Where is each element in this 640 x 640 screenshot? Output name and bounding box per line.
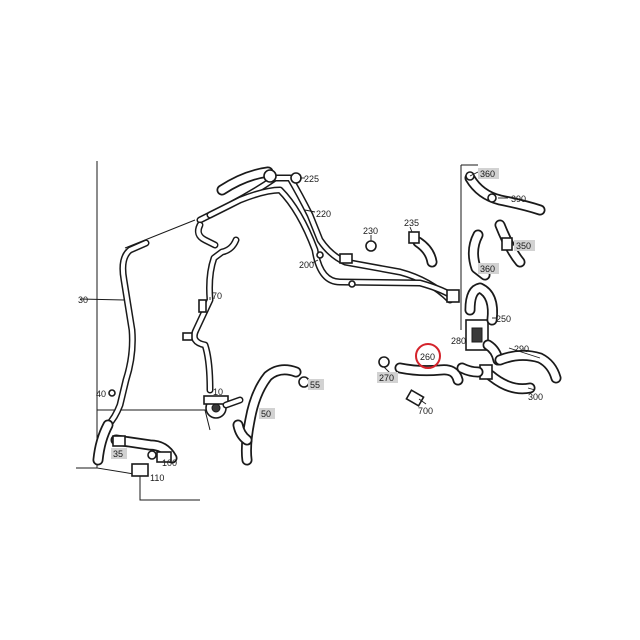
part-label-270[interactable]: 270	[377, 372, 398, 383]
part-label-390[interactable]: 390	[511, 194, 526, 204]
svg-text:250: 250	[496, 314, 511, 324]
svg-text:35: 35	[113, 449, 123, 459]
svg-text:110: 110	[150, 473, 164, 483]
valve-280	[464, 282, 504, 366]
part-label-700[interactable]: 700	[418, 406, 433, 416]
part-label-35[interactable]: 35	[111, 448, 127, 459]
part-label-40[interactable]: 40	[96, 389, 116, 399]
part-label-30[interactable]: 30	[78, 295, 88, 305]
clamp-55	[298, 376, 310, 388]
svg-text:225: 225	[304, 174, 319, 184]
part-label-10[interactable]: 10	[213, 387, 223, 397]
part-label-200[interactable]: 200	[299, 260, 314, 270]
svg-text:235: 235	[404, 218, 419, 228]
svg-text:270: 270	[379, 373, 394, 383]
coolant-line-220	[194, 166, 460, 304]
svg-text:360: 360	[480, 264, 495, 274]
part-label-360-bottom[interactable]: 360	[478, 263, 499, 274]
part-label-220[interactable]: 220	[316, 209, 331, 219]
clip-700	[405, 389, 425, 407]
part-label-100[interactable]: 100	[162, 458, 177, 468]
part-label-235[interactable]: 235	[404, 218, 419, 228]
part-label-55[interactable]: 55	[308, 379, 324, 390]
part-label-110[interactable]: 110	[150, 473, 164, 483]
hose-235	[408, 231, 438, 268]
part-label-225[interactable]: 225	[304, 174, 319, 184]
part-label-260[interactable]: 260	[415, 343, 441, 369]
clamp-225	[290, 172, 302, 184]
svg-text:40: 40	[96, 389, 106, 399]
part-label-230[interactable]: 230	[363, 226, 378, 236]
svg-text:350: 350	[516, 241, 531, 251]
svg-text:70: 70	[212, 291, 222, 301]
svg-text:10: 10	[213, 387, 223, 397]
part-label-70[interactable]: 70	[212, 291, 222, 301]
svg-text:390: 390	[511, 194, 526, 204]
svg-text:360: 360	[480, 169, 495, 179]
svg-text:260: 260	[420, 352, 435, 362]
svg-text:700: 700	[418, 406, 433, 416]
svg-text:55: 55	[310, 380, 320, 390]
hose-390	[464, 171, 546, 281]
svg-text:100: 100	[162, 458, 177, 468]
part-label-280[interactable]: 280	[451, 336, 466, 346]
part-label-350[interactable]: 350	[514, 240, 535, 251]
part-label-360-top[interactable]: 360	[478, 168, 499, 179]
leader-lines	[79, 171, 541, 405]
coolant-hose-70	[182, 236, 240, 394]
part-label-290[interactable]: 290	[514, 344, 529, 354]
part-label-50[interactable]: 50	[259, 408, 275, 419]
part-label-300[interactable]: 300	[528, 392, 543, 402]
svg-text:290: 290	[514, 344, 529, 354]
assembly-outline	[76, 161, 478, 501]
part-label-250[interactable]: 250	[496, 314, 511, 324]
hose-50	[232, 364, 302, 466]
hose-260	[378, 356, 484, 386]
svg-text:230: 230	[363, 226, 378, 236]
clamp-230	[365, 240, 377, 252]
svg-text:30: 30	[78, 295, 88, 305]
hose-290	[479, 349, 562, 395]
hose-assembly-100	[92, 419, 178, 477]
coolant-pipe-30	[104, 239, 150, 429]
svg-text:300: 300	[528, 392, 543, 402]
svg-text:200: 200	[299, 260, 314, 270]
water-pump-10	[203, 395, 244, 419]
svg-text:280: 280	[451, 336, 466, 346]
svg-text:220: 220	[316, 209, 331, 219]
svg-text:50: 50	[261, 409, 271, 419]
